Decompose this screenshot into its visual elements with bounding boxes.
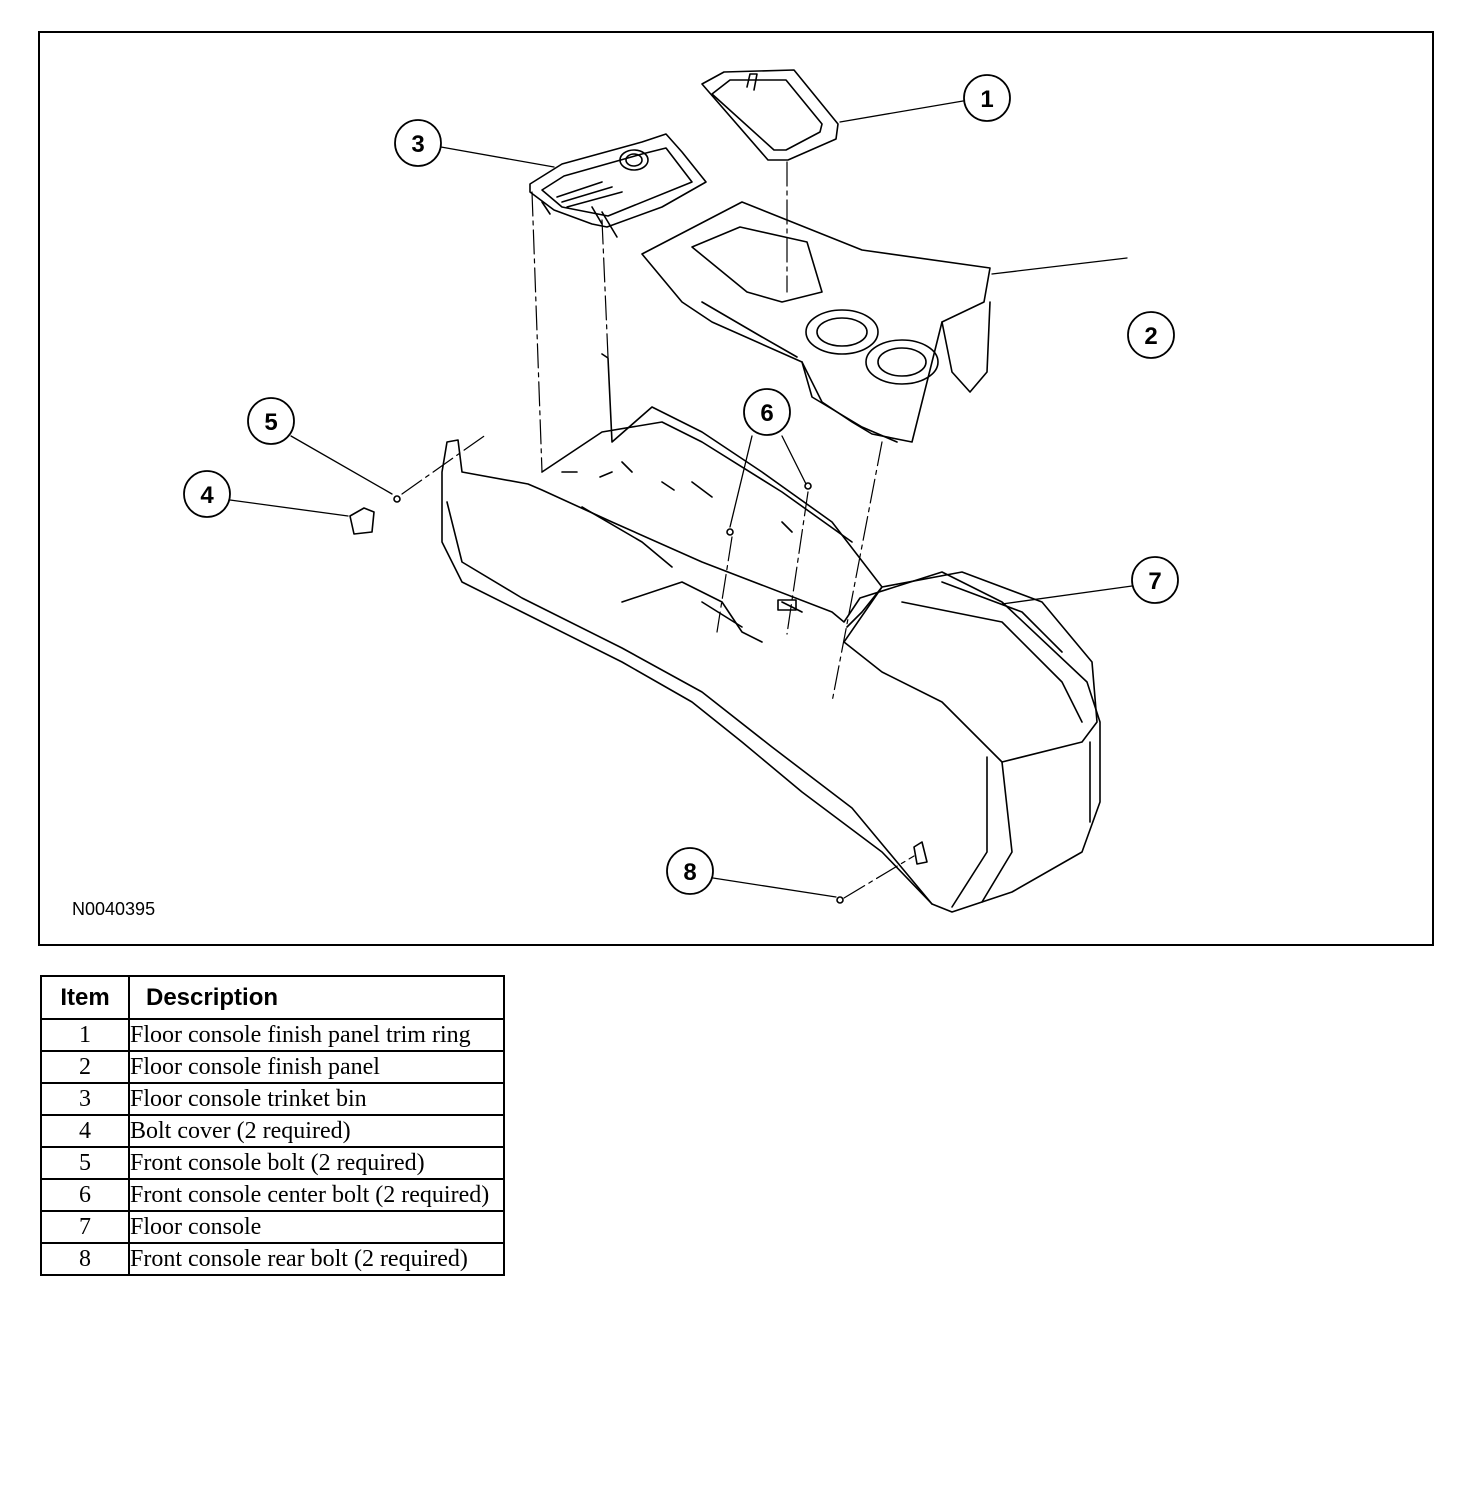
item-description: Floor console finish panel [128, 1050, 505, 1084]
item-number: 8 [40, 1242, 130, 1276]
parts-legend-table: Item Description 1 Floor console finish … [40, 975, 505, 1276]
item-number: 6 [40, 1178, 130, 1212]
item-number: 3 [40, 1082, 130, 1116]
trinket-bin-part [529, 133, 707, 238]
item-description: Front console bolt (2 required) [128, 1146, 505, 1180]
callout-7: 7 [1131, 556, 1179, 604]
column-header-description: Description [128, 975, 505, 1020]
svg-text:6: 6 [760, 400, 773, 427]
svg-text:2: 2 [1144, 323, 1157, 350]
table-row: 1 Floor console finish panel trim ring [40, 1018, 505, 1052]
callout-2: 2 [1127, 311, 1175, 359]
item-description: Front console center bolt (2 required) [128, 1178, 505, 1212]
item-description: Floor console [128, 1210, 505, 1244]
item-number: 7 [40, 1210, 130, 1244]
exploded-view-figure: 1 2 3 4 5 6 7 8 N0040395 [38, 31, 1434, 946]
svg-text:5: 5 [264, 409, 277, 436]
callout-3: 3 [394, 119, 442, 167]
drawing-code: N0040395 [72, 899, 156, 919]
floor-console-part [441, 353, 1101, 913]
table-row: 8 Front console rear bolt (2 required) [40, 1242, 505, 1276]
callout-1: 1 [963, 74, 1011, 122]
table-row: 5 Front console bolt (2 required) [40, 1146, 505, 1180]
svg-text:3: 3 [411, 131, 424, 158]
callout-8: 8 [666, 847, 714, 895]
table-row: 7 Floor console [40, 1210, 505, 1244]
table-row: 6 Front console center bolt (2 required) [40, 1178, 505, 1212]
item-number: 1 [40, 1018, 130, 1052]
item-description: Front console rear bolt (2 required) [128, 1242, 505, 1276]
callout-6: 6 [743, 388, 791, 436]
item-description: Bolt cover (2 required) [128, 1114, 505, 1148]
finish-panel-part [641, 201, 991, 443]
leader-lines [229, 100, 1133, 898]
svg-text:1: 1 [980, 86, 993, 113]
item-number: 4 [40, 1114, 130, 1148]
svg-text:7: 7 [1148, 568, 1161, 595]
table-row: 2 Floor console finish panel [40, 1050, 505, 1084]
bolt-cover-part [349, 507, 375, 535]
item-number: 2 [40, 1050, 130, 1084]
column-header-item: Item [40, 975, 130, 1020]
table-row: 3 Floor console trinket bin [40, 1082, 505, 1116]
svg-text:8: 8 [683, 859, 696, 886]
bolt-hardware [393, 471, 844, 904]
item-description: Floor console finish panel trim ring [128, 1018, 505, 1052]
item-description: Floor console trinket bin [128, 1082, 505, 1116]
svg-text:4: 4 [200, 482, 214, 509]
assembly-lines [401, 161, 915, 899]
console-diagram: 1 2 3 4 5 6 7 8 [183, 69, 1179, 913]
callout-4: 4 [183, 470, 231, 518]
table-header-row: Item Description [40, 975, 505, 1020]
item-number: 5 [40, 1146, 130, 1180]
table-row: 4 Bolt cover (2 required) [40, 1114, 505, 1148]
callout-5: 5 [247, 397, 295, 445]
trim-ring-part [701, 69, 839, 161]
